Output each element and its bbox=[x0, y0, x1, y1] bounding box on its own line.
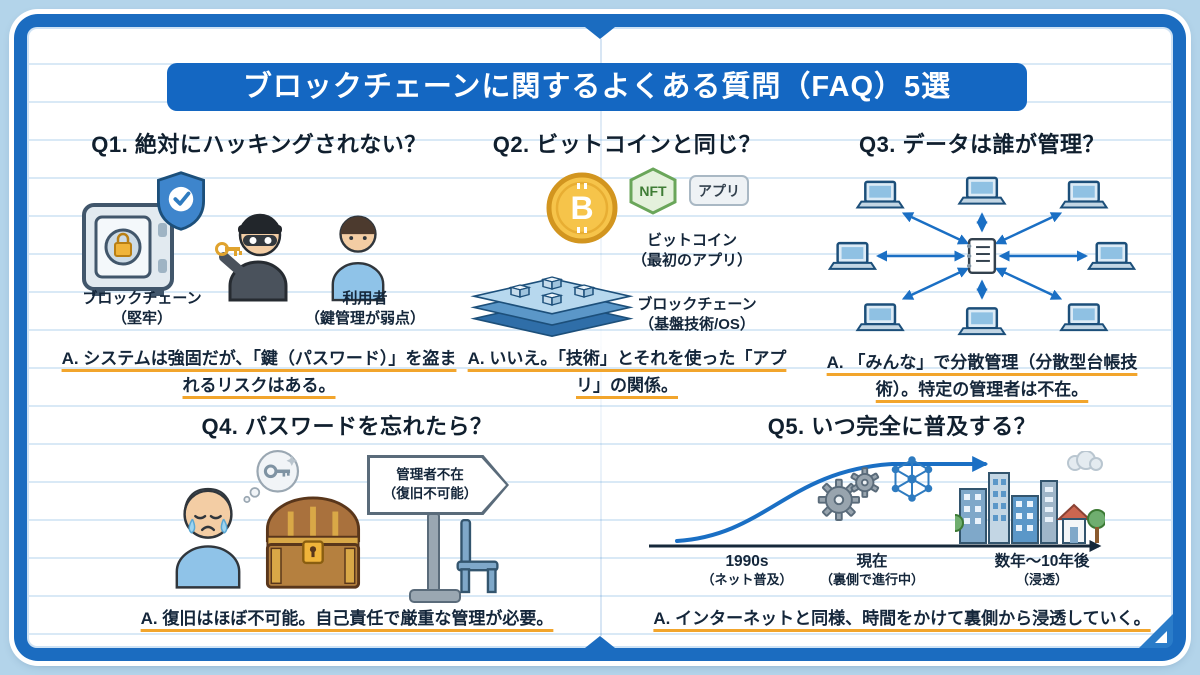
q4-illustration: 管理者不在 （復旧不可能） bbox=[67, 449, 627, 603]
q1-answer: A. システムは強固だが、「鍵（パスワード）」を盗まれるリスクはある。 bbox=[61, 349, 457, 396]
book-spine-fold bbox=[600, 39, 602, 636]
book-spine-notch-top bbox=[585, 27, 615, 39]
q1-illustration: ブロックチェーン （堅牢） 利用者 （鍵管理が弱点） bbox=[57, 167, 461, 342]
svg-text:NFT: NFT bbox=[639, 183, 667, 199]
notebook-page: ブロックチェーンに関するよくある質問（FAQ）5選 Q1. 絶対にハッキングされ… bbox=[27, 27, 1173, 648]
nft-badge: NFT bbox=[629, 167, 677, 215]
q1-label-user: 利用者 （鍵管理が弱点） bbox=[304, 290, 425, 328]
book-frame: ブロックチェーンに関するよくある質問（FAQ）5選 Q1. 絶対にハッキングされ… bbox=[14, 14, 1186, 661]
thief-icon bbox=[215, 213, 288, 302]
distributed-network-icon bbox=[828, 176, 1136, 336]
page-curl-arrow-icon bbox=[1155, 631, 1167, 643]
faq-card-q1: Q1. 絶対にハッキングされない？ bbox=[57, 127, 461, 397]
city-icon bbox=[955, 451, 1105, 544]
q1-question: Q1. 絶対にハッキングされない？ bbox=[91, 132, 427, 157]
treasure-chest-icon bbox=[265, 496, 361, 589]
bitcoin-icon: B bbox=[546, 172, 618, 244]
q2-illustration: B NFT アプリ ビットコイン （最初のアプリ） bbox=[457, 167, 797, 342]
q5-question: Q5. いつ完全に普及する？ bbox=[767, 414, 1037, 439]
adoption-curve-icon bbox=[649, 456, 1102, 552]
q2-label-bitcoin: ビットコイン （最初のアプリ） bbox=[631, 232, 752, 270]
app-badge: アプリ bbox=[689, 175, 749, 206]
q2-question: Q2. ビットコインと同じ？ bbox=[492, 132, 762, 157]
signpost-text: 管理者不在 （復旧不可能） bbox=[382, 467, 478, 501]
blockchain-layers-icon bbox=[470, 276, 634, 338]
q3-question: Q3. データは誰が管理？ bbox=[858, 132, 1106, 157]
safe-icon bbox=[82, 203, 174, 296]
q3-answer: A. 「みんな」で分散管理（分散型台帳技術）。特定の管理者は不在。 bbox=[826, 353, 1138, 400]
gears-icon bbox=[817, 467, 880, 521]
q5-answer: A. インターネットと同様、時間をかけて裏側から浸透していく。 bbox=[653, 609, 1151, 628]
network-node-icon bbox=[891, 456, 933, 502]
signpost-sign: 管理者不在 （復旧不可能） bbox=[367, 455, 509, 515]
q3-illustration bbox=[817, 167, 1147, 345]
crying-person-icon bbox=[175, 487, 241, 589]
timeline-item-1990s: 1990s （ネット普及） bbox=[701, 553, 793, 587]
timeline-item-future: 数年〜10年後 （浸透） bbox=[994, 553, 1090, 587]
q2-answer: A. いいえ。「技術」とそれを使った「アプリ」の関係。 bbox=[467, 349, 787, 396]
ledger-icon bbox=[966, 237, 997, 275]
q5-illustration: 1990s （ネット普及） 現在 （裏側で進行中） 数年〜10年後 （浸透） bbox=[637, 451, 1167, 601]
q4-question: Q4. パスワードを忘れたら？ bbox=[201, 414, 493, 439]
shield-check-icon bbox=[157, 171, 205, 231]
faq-card-q4: Q4. パスワードを忘れたら？ bbox=[67, 409, 627, 644]
signpost: 管理者不在 （復旧不可能） bbox=[367, 451, 517, 603]
faq-card-q2: Q2. ビットコインと同じ？ B NFT アプリ ビットコイン （最初のアプリ） bbox=[457, 127, 797, 397]
book-spine-notch-bottom bbox=[585, 636, 615, 648]
faq-card-q3: Q3. データは誰が管理？ bbox=[817, 127, 1147, 399]
user-icon bbox=[331, 215, 385, 302]
svg-text:B: B bbox=[570, 190, 593, 226]
faq-card-q5: Q5. いつ完全に普及する？ bbox=[637, 409, 1167, 644]
q4-answer: A. 復旧はほぼ不可能。自己責任で厳重な管理が必要。 bbox=[140, 609, 554, 628]
q2-label-blockchain: ブロックチェーン （基盤技術/OS） bbox=[637, 296, 757, 334]
chair-icon bbox=[456, 519, 499, 594]
q1-label-blockchain: ブロックチェーン （堅牢） bbox=[82, 290, 202, 328]
forgotten-key-bubble-icon bbox=[243, 449, 300, 503]
timeline-item-now: 現在 （裏側で進行中） bbox=[819, 553, 924, 587]
signpost-base bbox=[409, 589, 461, 603]
signpost-pole bbox=[427, 513, 440, 595]
page-title: ブロックチェーンに関するよくある質問（FAQ）5選 bbox=[167, 63, 1027, 111]
